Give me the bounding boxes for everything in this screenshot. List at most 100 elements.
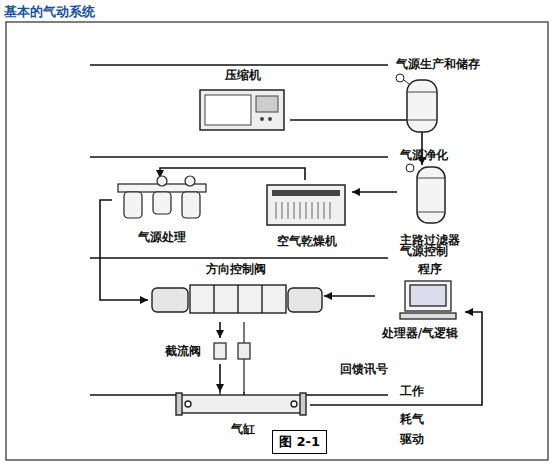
computer: [410, 285, 446, 306]
main-filter: [417, 212, 445, 213]
vent: [324, 202, 325, 219]
throttle-valve: [238, 343, 250, 359]
component-label: 处理器/气逻辑: [382, 326, 458, 340]
air-service-unit: [185, 176, 195, 186]
vent: [330, 202, 331, 219]
throttle-valve: [243, 359, 244, 395]
section-label: 工作: [400, 384, 424, 398]
component-label: 气缸: [231, 422, 255, 436]
cylinder: [243, 392, 244, 395]
air-dryer: [267, 185, 345, 225]
main-filter: [406, 164, 445, 223]
component-label-box: 空气乾燥机: [262, 180, 352, 248]
air-tank: [407, 120, 437, 121]
section-line: [90, 65, 388, 395]
air-tank: [407, 92, 437, 93]
throttle-valve: [243, 322, 244, 343]
directional-valve: [152, 288, 188, 312]
section-line: [90, 257, 388, 259]
air-pipe: [310, 312, 482, 405]
compressor: [205, 95, 251, 125]
air-service-unit: [118, 176, 206, 218]
throttle-valve: [214, 322, 250, 395]
vent: [300, 202, 301, 219]
frame: [6, 22, 548, 460]
air-dryer: [276, 202, 330, 219]
air-dryer: [272, 190, 340, 196]
component-label-box: 主路过滤器: [397, 165, 463, 247]
main-filter: [417, 178, 445, 179]
vent: [288, 202, 289, 219]
compressor: [200, 90, 284, 130]
air-tank: [396, 74, 404, 82]
main-filter: [406, 164, 414, 172]
air-service-unit: [124, 192, 142, 218]
main-filter: [417, 167, 445, 223]
compressor: [260, 117, 264, 121]
component-label-box: 处理器/气逻辑: [375, 280, 465, 340]
air-pipe: [160, 168, 305, 180]
vent: [294, 202, 295, 219]
frame: [6, 22, 548, 460]
cylinder: [291, 401, 297, 407]
compressor: [200, 90, 284, 130]
directional-valve: [261, 285, 262, 313]
edge-label: 回馈讯号: [338, 362, 390, 376]
air-tank: [404, 80, 409, 84]
component-label: 截流阀: [165, 344, 201, 358]
component-label-box: 截流阀: [165, 338, 255, 364]
vent: [318, 202, 319, 219]
component-label-box: 气源处理: [112, 178, 212, 244]
cylinder: [180, 395, 302, 413]
section-label: 程序: [418, 262, 442, 276]
computer: [405, 281, 451, 311]
directional-valve: [237, 285, 238, 313]
directional-valve: [190, 285, 286, 313]
component-label-box: 气缸: [175, 392, 310, 436]
air-service-unit: [153, 192, 171, 214]
vent: [306, 202, 307, 219]
component-label: 气源处理: [138, 230, 186, 244]
air-tank: [407, 80, 437, 132]
caption: 图 2-1: [272, 430, 327, 454]
directional-valve: [213, 285, 214, 313]
air-pipe: [219, 322, 221, 338]
section-line: [306, 394, 388, 396]
component-label: 主路过滤器: [400, 233, 460, 247]
vent: [312, 202, 313, 219]
section-line: [90, 156, 388, 158]
air-service-unit: [157, 176, 167, 186]
air-dryer: [267, 185, 345, 225]
component-label: 方向控制阀: [206, 262, 266, 276]
air-tank: [396, 74, 437, 132]
vent: [282, 202, 283, 219]
cylinder: [176, 392, 306, 415]
section-line: [90, 394, 176, 396]
cylinder: [185, 401, 191, 407]
throttle-valve: [214, 343, 226, 359]
compressor: [268, 117, 272, 121]
section-label: 耗气: [400, 412, 424, 426]
cylinder: [300, 393, 306, 415]
vent: [276, 202, 277, 219]
air-service-unit: [182, 192, 200, 218]
section-label: 气源净化: [400, 148, 448, 162]
cylinder: [176, 393, 182, 415]
cylinder: [219, 392, 220, 395]
compressor: [256, 96, 278, 112]
directional-valve: [288, 288, 322, 312]
title: 基本的气动系统: [4, 3, 95, 21]
component-label: 压缩机: [225, 68, 261, 82]
air-pipe: [352, 191, 397, 193]
component-label-box: 压缩机: [195, 68, 290, 132]
component-label-box: 方向控制阀: [148, 262, 324, 322]
air-pipe: [324, 295, 375, 297]
directional-valve: [152, 285, 322, 313]
computer: [400, 313, 456, 319]
air-pipe: [219, 364, 221, 392]
section-label: 驱动: [400, 432, 424, 446]
section-label: 气源生产和储存: [396, 57, 480, 71]
computer: [400, 281, 456, 319]
component-label: 空气乾燥机: [277, 234, 337, 248]
section-line: [90, 64, 388, 66]
